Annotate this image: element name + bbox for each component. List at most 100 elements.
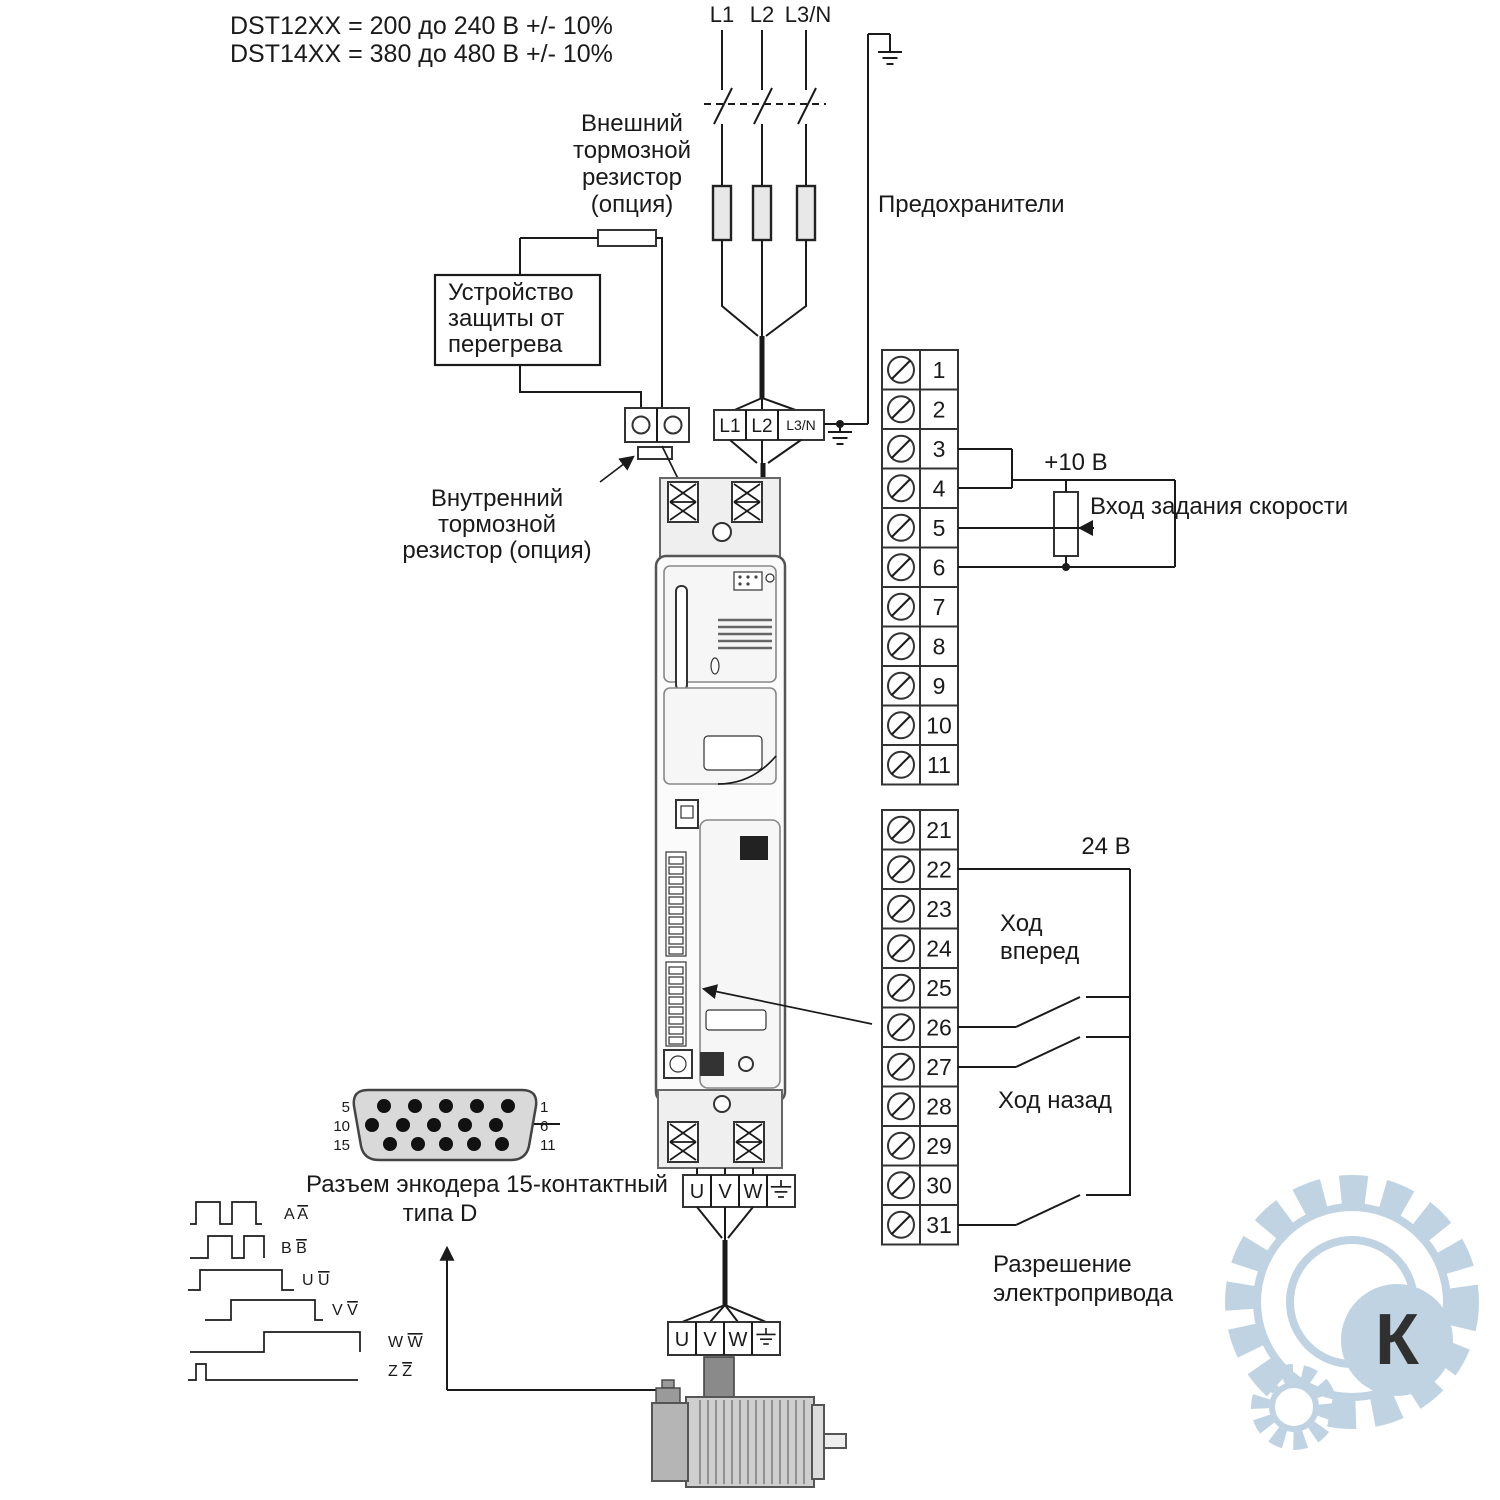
phase-label-l3n: L3/N xyxy=(785,2,831,27)
wire xyxy=(696,1168,754,1175)
io-terminal xyxy=(668,966,684,975)
wire xyxy=(696,1206,754,1240)
external-brake-label: резистор xyxy=(582,164,682,191)
ground-icon xyxy=(877,43,903,65)
screw-slot xyxy=(890,399,912,420)
drive-output-u: U xyxy=(690,1181,704,1203)
drive-top-hole xyxy=(712,522,732,542)
screw-slot xyxy=(890,1135,912,1156)
motor-rear-cap xyxy=(651,1402,689,1482)
wire xyxy=(520,237,663,408)
pin-dot xyxy=(746,575,750,579)
overheat-protection-box xyxy=(433,273,602,367)
dsub-pin xyxy=(470,1099,484,1113)
screw-slot xyxy=(890,636,912,657)
dsub-pin xyxy=(489,1118,503,1132)
watermark-letter: К xyxy=(1375,1300,1420,1380)
speed-reference-circuit: +10 В Вход задания скорости xyxy=(958,448,1348,571)
dsub-pin xyxy=(383,1137,397,1151)
terminal-number: 2 xyxy=(933,396,946,422)
drive-output-v: V xyxy=(718,1181,732,1203)
dsub-pin xyxy=(396,1118,410,1132)
screw-slot xyxy=(890,1096,912,1117)
drive-top-connector xyxy=(667,481,699,523)
brake-terminal-screw xyxy=(631,415,651,435)
screw-slot xyxy=(890,1056,912,1077)
pin-label-right: 1 xyxy=(540,1099,548,1116)
wire-24v xyxy=(958,868,1131,1196)
motor-terminal-u: U xyxy=(675,1329,689,1351)
terminal-number: 1 xyxy=(933,357,946,383)
terminal-number: 24 xyxy=(926,935,952,961)
dsub-pin xyxy=(467,1137,481,1151)
terminal-number: 25 xyxy=(926,975,952,1001)
forward-label: вперед xyxy=(1000,938,1079,965)
title-line-2: DST14XX = 380 до 480 В +/- 10% xyxy=(230,40,613,68)
motor-terminal-w: W xyxy=(729,1329,748,1351)
screw-slot xyxy=(890,478,912,499)
motor-encoder-connector xyxy=(655,1387,681,1404)
terminal-number: 5 xyxy=(933,515,946,541)
io-terminal xyxy=(668,946,684,955)
drive-hole xyxy=(738,1056,754,1072)
dsub-pin xyxy=(458,1118,472,1132)
reverse-label: Ход назад xyxy=(998,1087,1112,1114)
drive-bottom-connector-block xyxy=(733,1121,765,1163)
screw-slot xyxy=(890,938,912,959)
encoder-connector-small xyxy=(661,1379,675,1389)
reverse-switch xyxy=(958,1036,1130,1068)
screw-slot xyxy=(890,438,912,459)
terminal-number: 9 xyxy=(933,673,946,699)
pin-label-right: 6 xyxy=(540,1118,548,1135)
terminal-number: 29 xyxy=(926,1133,952,1159)
motor-shaft xyxy=(823,1433,847,1449)
input-terminal-l2: L2 xyxy=(751,416,772,437)
watermark-small-gear xyxy=(1251,1364,1337,1450)
io-terminal xyxy=(668,1016,684,1025)
power-input-section: L1 L2 L3/N Предохранители L1 L2 L3/N xyxy=(704,2,1065,545)
protection-label: Устройство xyxy=(448,279,574,306)
dsub-pin xyxy=(365,1118,379,1132)
waveform-b xyxy=(190,1235,265,1259)
drive-unit xyxy=(654,477,787,1169)
terminal-number-cell xyxy=(919,967,959,1009)
terminal-number: 30 xyxy=(926,1172,952,1198)
screw-slot xyxy=(890,819,912,840)
drive-led xyxy=(765,573,775,583)
v24-label: 24 В xyxy=(1081,833,1130,860)
drive-top-connector xyxy=(731,481,763,523)
terminal-number: 6 xyxy=(933,554,946,580)
waveform-label: A A xyxy=(284,1206,308,1223)
pin-dot xyxy=(738,575,742,579)
wire xyxy=(721,30,807,90)
terminal-dividers xyxy=(710,1175,768,1207)
encoder-caption: типа D xyxy=(403,1200,478,1227)
ground-icon xyxy=(827,423,853,445)
screw-slot xyxy=(890,859,912,880)
external-brake-label: тормозной xyxy=(573,137,691,164)
wiper-arrow xyxy=(1078,520,1093,536)
pin-dot xyxy=(754,575,758,579)
enable-switch xyxy=(958,1194,1130,1226)
drive-encoder-port xyxy=(700,1052,724,1076)
screw-slot xyxy=(890,517,912,538)
connector-hole xyxy=(669,1055,687,1073)
watermark-gear-teeth xyxy=(1225,1175,1479,1429)
drive-oval-hole xyxy=(710,657,720,675)
io-terminal xyxy=(668,876,684,885)
io-terminal xyxy=(668,926,684,935)
external-brake-label: (опция) xyxy=(591,191,673,218)
terminal-number: 21 xyxy=(926,817,952,843)
external-brake-section: Внешний тормозной резистор (опция) Устро… xyxy=(402,110,713,564)
dsub-pin xyxy=(408,1099,422,1113)
wire xyxy=(721,240,807,337)
screw-slot xyxy=(890,675,912,696)
waveform-u xyxy=(188,1269,294,1291)
drive-dip-connector xyxy=(733,571,763,591)
pin-dot xyxy=(746,582,750,586)
waveform-label: Z Z xyxy=(388,1363,412,1380)
terminal-number-cell xyxy=(919,546,959,588)
terminal-number: 8 xyxy=(933,633,946,659)
